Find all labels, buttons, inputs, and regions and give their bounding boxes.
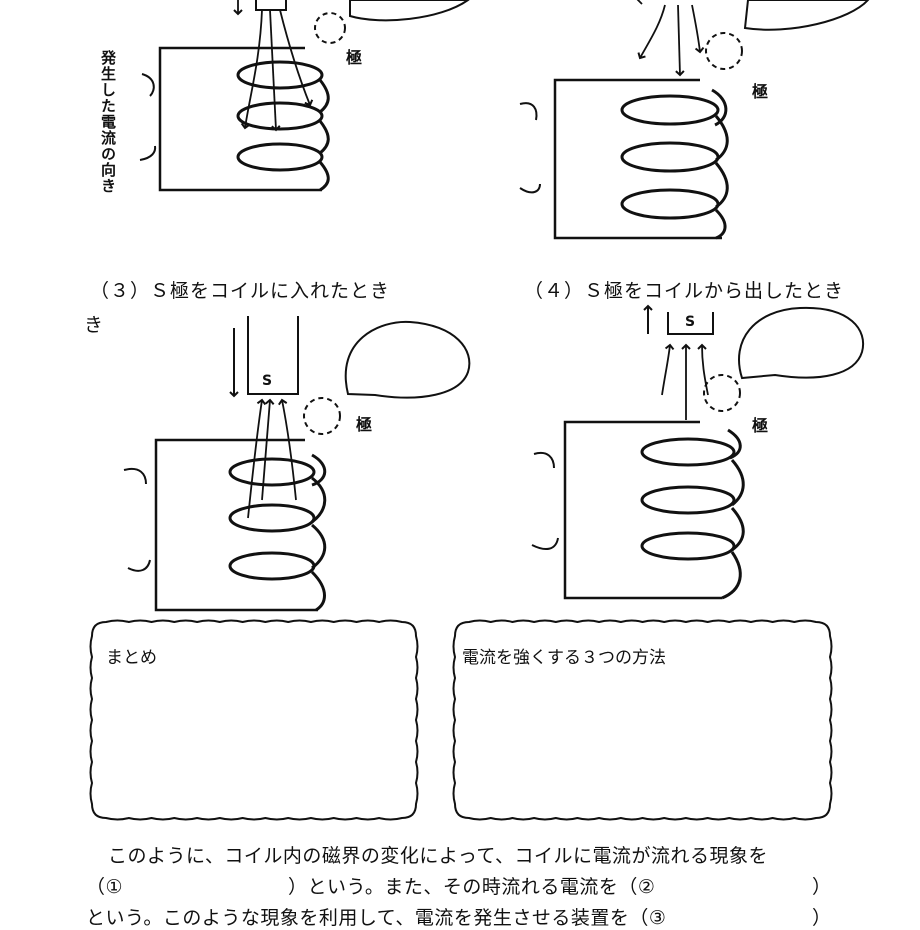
coil-4 <box>640 428 745 600</box>
paragraph-line-3b: ） <box>812 907 832 929</box>
coil-2-frame <box>553 78 722 240</box>
field-lines-2 <box>636 0 705 77</box>
paragraph-line-2c: ） <box>812 876 832 898</box>
field-lines-4 <box>661 343 709 420</box>
figure-2 <box>519 0 870 240</box>
coil-1-frame <box>158 46 322 192</box>
pole-circle-4 <box>703 374 741 412</box>
field-lines-3 <box>247 398 297 519</box>
methods-box-title: 電流を強くする３つの方法 <box>462 648 666 668</box>
brace-2-top <box>519 102 538 121</box>
magnet-3 <box>247 316 299 395</box>
paragraph-line-2a: （① <box>86 876 124 898</box>
summary-box-title: まとめ <box>106 648 157 668</box>
speech-bubble-3 <box>344 320 471 399</box>
coil-2 <box>620 88 729 240</box>
speech-bubble-1 <box>349 0 470 22</box>
caption-3-continued: き <box>84 314 105 336</box>
brace-4-bottom <box>531 537 559 551</box>
pole-label-1: 極 <box>346 48 363 67</box>
speech-bubble-4 <box>738 306 865 380</box>
brace-4-top <box>533 452 555 469</box>
coil-3-frame <box>154 438 318 612</box>
brace-1-top <box>141 73 155 97</box>
magnet-1 <box>255 0 287 11</box>
brace-1-bottom <box>139 145 157 161</box>
pole-label-3: 極 <box>356 415 373 434</box>
coil-4-frame <box>563 420 722 600</box>
brace-3-bottom <box>127 559 151 572</box>
figure-1 <box>139 0 470 192</box>
methods-box-border <box>452 619 833 821</box>
paragraph-line-2b: ）という。また、その時流れる電流を（② <box>288 876 656 898</box>
pole-circle-3 <box>303 397 341 435</box>
pole-label-4: 極 <box>752 416 769 435</box>
paragraph-line-3a: という。このような現象を利用して、電流を発生させる装置を（③ <box>86 907 667 929</box>
summary-box-border <box>89 619 419 821</box>
figure-4 <box>531 304 865 600</box>
side-label-current-direction: 発生した電流の向き <box>99 50 117 194</box>
caption-4: （４）Ｓ極をコイルから出したとき <box>524 280 845 302</box>
magnet-letter-3: S <box>262 373 273 389</box>
coil-3 <box>228 453 327 612</box>
speech-bubble-2 <box>743 0 870 31</box>
brace-3-top <box>123 468 147 485</box>
coil-1 <box>236 60 330 192</box>
paragraph-line-1: このように、コイル内の磁界の変化によって、コイルに電流が流れる現象を <box>108 845 768 867</box>
brace-2-bottom <box>519 183 541 194</box>
pole-circle-2 <box>705 32 743 70</box>
pole-label-2: 極 <box>752 82 769 101</box>
field-lines-1 <box>233 0 314 132</box>
magnet-4 <box>667 312 714 335</box>
figure-3 <box>123 316 471 612</box>
magnet-letter-4: S <box>685 314 696 330</box>
caption-3: （３）Ｓ極をコイルに入れたとき <box>90 280 391 302</box>
pole-circle-1 <box>314 12 346 44</box>
